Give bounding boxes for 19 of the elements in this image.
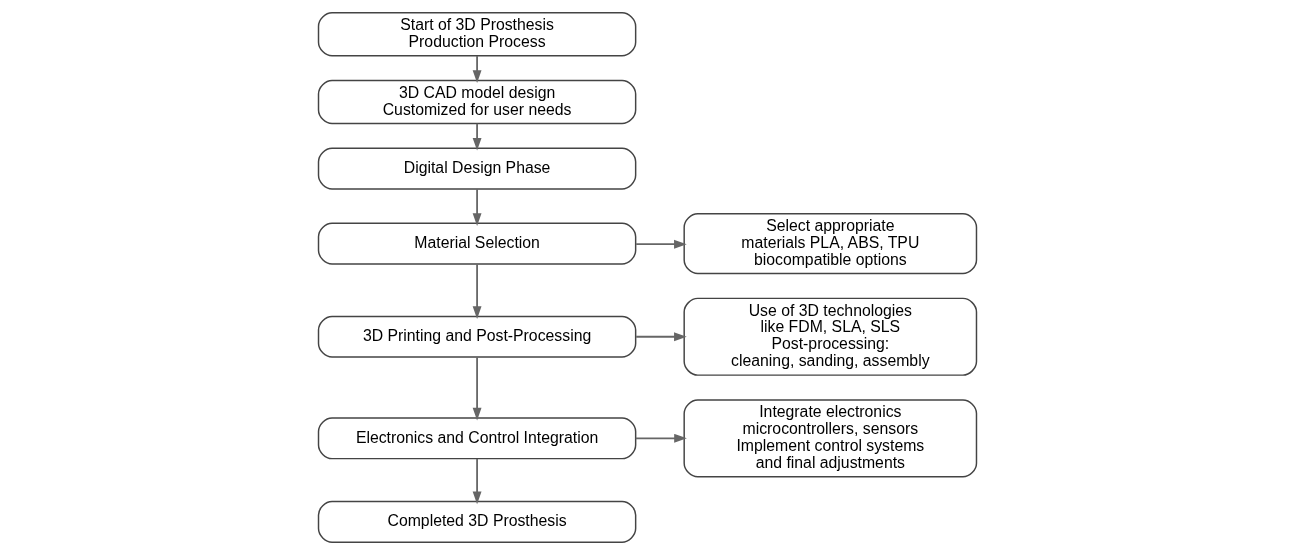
node-box: Use of 3D technologies like FDM, SLA, SLS Post-processing: cleaning, sanding, assembly xyxy=(683,297,978,376)
node-box: Integrate electronics microcontrollers, sensors Implement control systems and final adjustments xyxy=(683,399,978,478)
node-box: Digital Design Phase xyxy=(317,147,637,190)
arrow xyxy=(472,263,482,319)
arrow xyxy=(635,239,687,249)
node-box: 3D Printing and Post-Processing xyxy=(317,315,637,358)
arrow xyxy=(472,55,482,83)
arrow xyxy=(472,122,482,151)
node-box: Select appropriate materials PLA, ABS, TPU biocompatible options xyxy=(683,213,978,275)
arrow xyxy=(472,458,482,505)
node-box: 3D CAD model design Customized for user needs xyxy=(317,79,637,125)
node-box: Electronics and Control Integration xyxy=(317,417,637,460)
arrow xyxy=(472,356,482,421)
node-box: Completed 3D Prosthesis xyxy=(317,500,637,543)
node-box: Material Selection xyxy=(317,222,637,265)
arrow xyxy=(634,433,687,443)
arrow xyxy=(472,188,482,226)
arrow xyxy=(635,332,687,342)
node-box: Start of 3D Prosthesis Production Process xyxy=(317,12,637,57)
